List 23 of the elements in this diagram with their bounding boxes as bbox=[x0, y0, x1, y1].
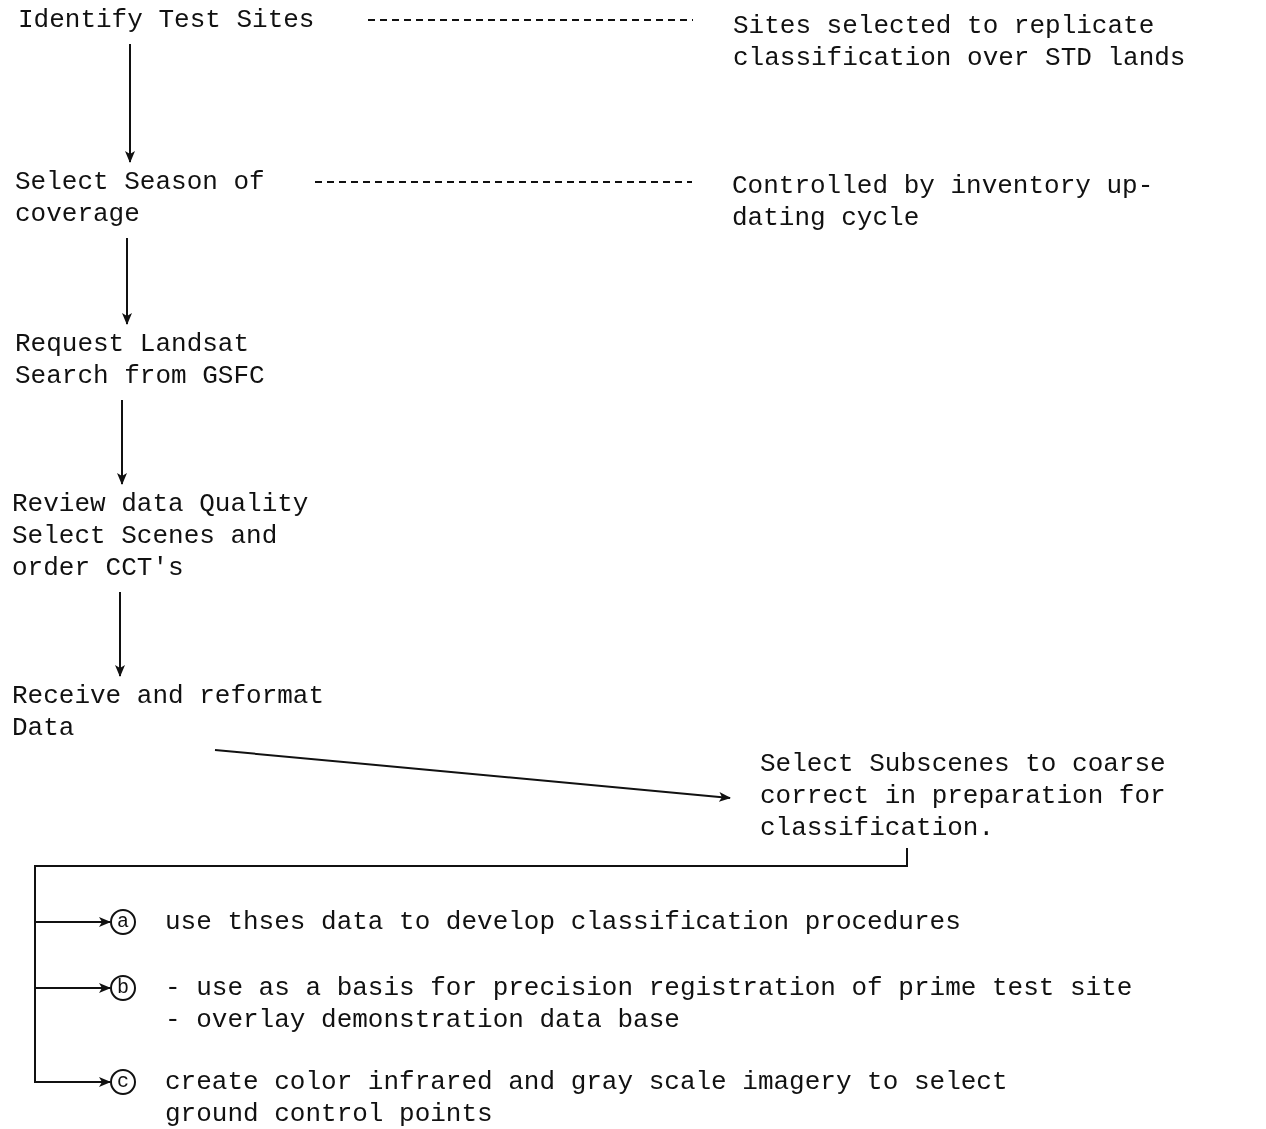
note-text: Controlled by inventory up- dating cycle bbox=[732, 170, 1172, 234]
step-text: Identify Test Sites bbox=[18, 4, 338, 36]
note-text: - use as a basis for precision registration of prime test site bbox=[165, 972, 1134, 1004]
arrow bbox=[214, 749, 731, 802]
dashed-line bbox=[367, 19, 694, 21]
note-text: use thses data to develop classification procedures bbox=[165, 906, 962, 938]
note-text: - overlay demonstration data base bbox=[165, 1004, 681, 1036]
step-text: Review data Quality Select Scenes and order CCT's bbox=[12, 488, 322, 584]
arrow bbox=[117, 399, 127, 485]
note-text: create color infrared and gray scale imagery to select ground control points bbox=[165, 1066, 1009, 1129]
step-text: Request Landsat Search from GSFC bbox=[15, 328, 275, 392]
arrow bbox=[34, 847, 908, 1087]
circled-letter: a bbox=[110, 909, 136, 935]
arrow bbox=[125, 43, 135, 163]
dashed-line bbox=[314, 181, 693, 183]
note-text: Sites selected to replicate classification over STD lands bbox=[733, 10, 1213, 74]
step-text: Receive and reformat Data bbox=[12, 680, 342, 744]
arrow bbox=[122, 237, 132, 325]
step-text: Select Subscenes to coarse correct in preparation for classification. bbox=[760, 748, 1250, 844]
circled-letter: b bbox=[110, 975, 136, 1001]
step-text: Select Season of coverage bbox=[15, 166, 285, 230]
arrow bbox=[115, 591, 125, 677]
circled-letter: c bbox=[110, 1069, 136, 1095]
